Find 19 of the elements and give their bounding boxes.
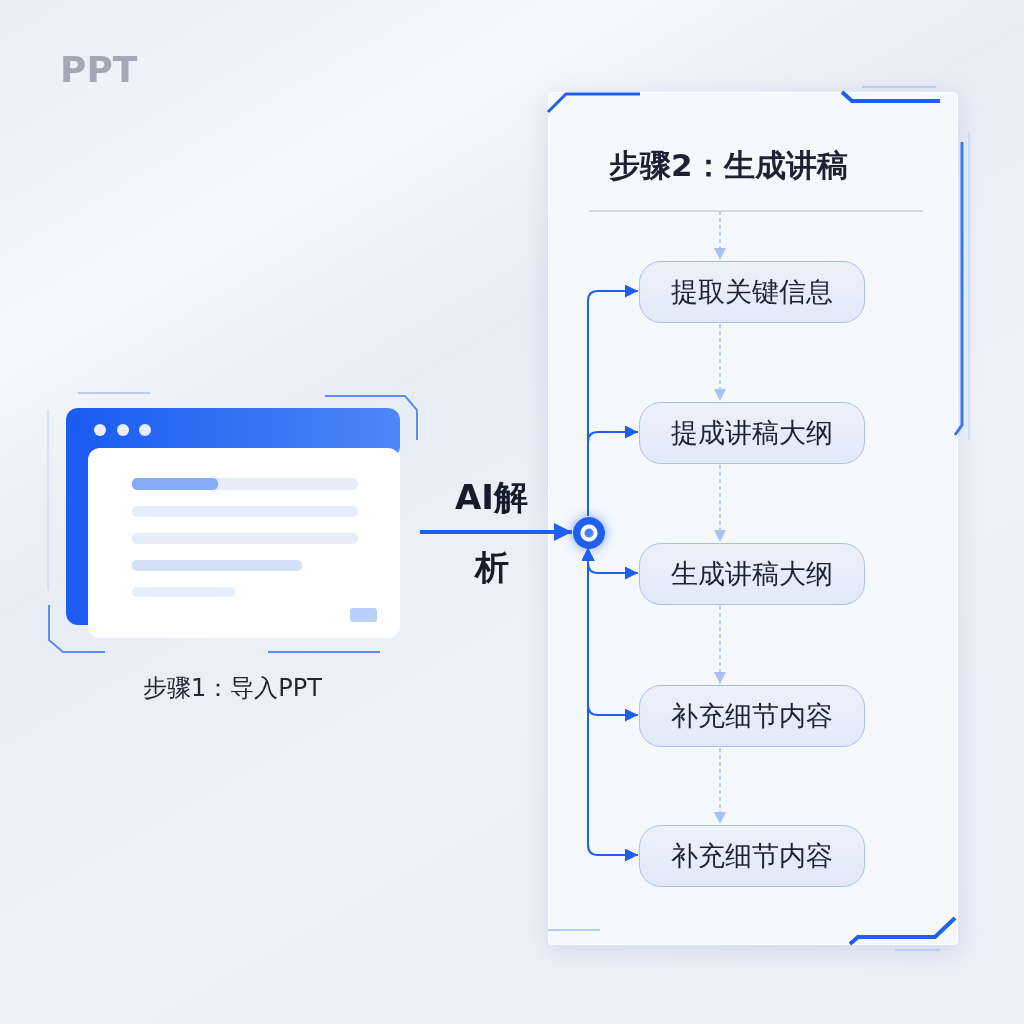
dashed-arrow [714,747,726,825]
process-box: 补充细节内容 [639,685,865,747]
title: PPT [60,48,138,92]
node-label: 步骤1：导入PPT [143,673,322,704]
arrow [587,425,639,517]
panel-title: 步骤2：生成讲稿 [609,146,848,185]
dashed-arrow [714,464,726,543]
process-box: 提成讲稿大纲 [639,402,865,464]
edge-label: AI解析 [454,476,529,589]
process-box: 补充细节内容 [639,825,865,887]
dashed-arrow [714,210,726,261]
dashed-arrow [714,605,726,685]
process-box: 提取关键信息 [639,261,865,323]
arrow [581,547,639,862]
process-box: 生成讲稿大纲 [639,543,865,605]
arrow [420,523,572,541]
panel [548,92,958,945]
dashed-arrow [714,323,726,402]
junction-circle [573,517,605,549]
